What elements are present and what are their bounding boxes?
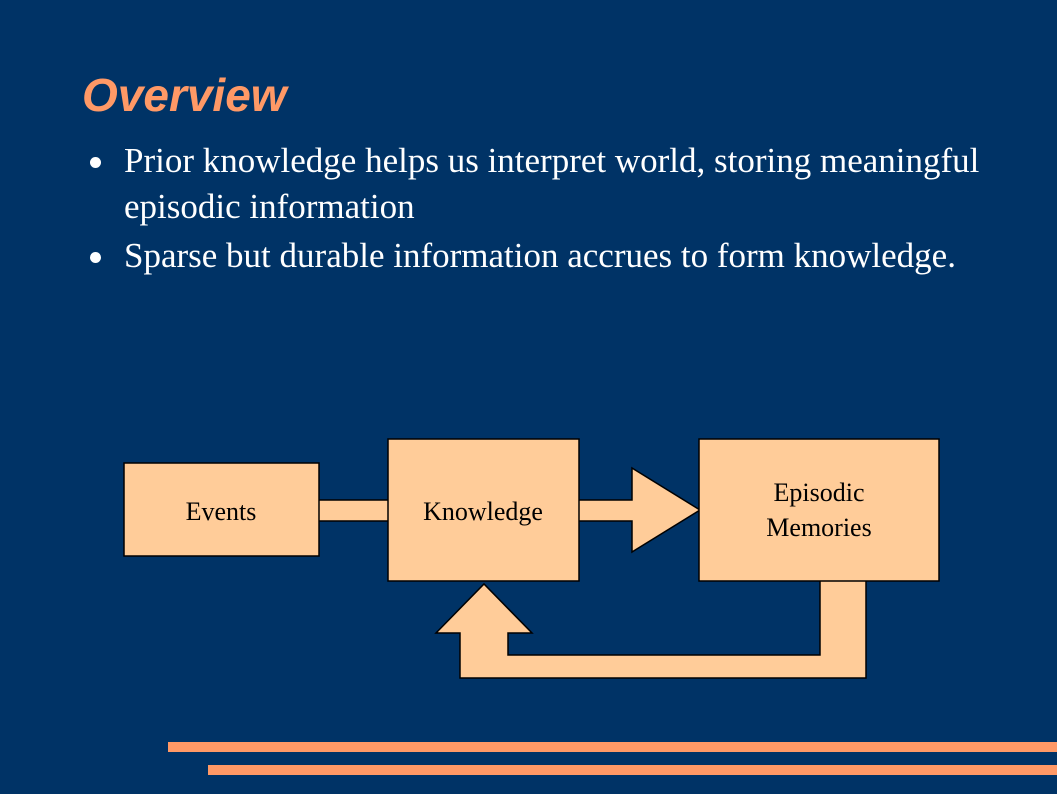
slide-title: Overview xyxy=(82,69,287,121)
node-label: Knowledge xyxy=(423,497,543,526)
node-label: Memories xyxy=(766,513,871,542)
knowledge-to-episodic-arrow xyxy=(577,466,702,554)
bullet-item: Prior knowledge helps us interpret world… xyxy=(88,138,988,230)
bullet-text: Prior knowledge helps us interpret world… xyxy=(124,141,980,226)
bullet-text: Sparse but durable information accrues t… xyxy=(124,236,956,275)
node-knowledge: Knowledge xyxy=(387,438,580,582)
node-label: Events xyxy=(186,497,257,526)
node-episodic-memories: Episodic Memories xyxy=(698,438,940,582)
accent-bar-bottom xyxy=(208,765,1057,775)
node-label: Episodic xyxy=(774,478,865,507)
bullet-list: Prior knowledge helps us interpret world… xyxy=(88,138,988,282)
events-knowledge-connector xyxy=(317,499,391,522)
bullet-dot-icon xyxy=(90,157,101,168)
accent-bar-top xyxy=(168,742,1057,752)
bullet-dot-icon xyxy=(90,252,101,263)
bullet-item: Sparse but durable information accrues t… xyxy=(88,233,988,279)
episodic-to-knowledge-feedback-arrow xyxy=(434,579,867,679)
node-events: Events xyxy=(123,462,320,557)
